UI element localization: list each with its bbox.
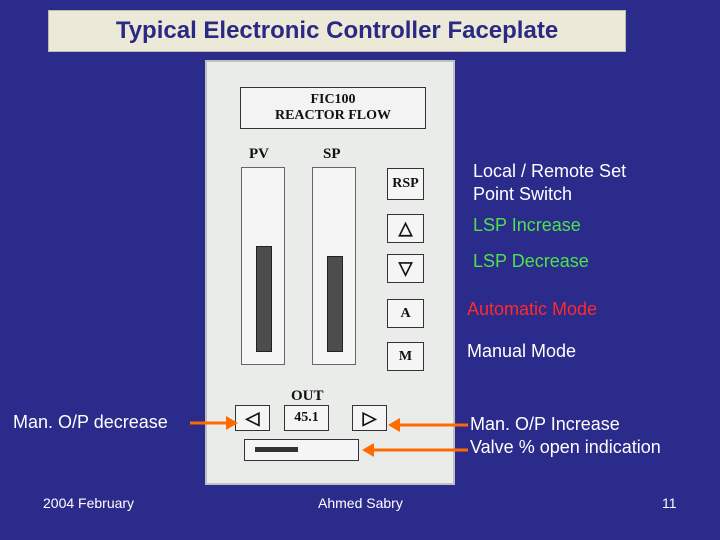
rsp-annotation-line2: Point Switch: [473, 184, 573, 204]
sp-label: SP: [323, 146, 341, 162]
lsp-increase-annotation: LSP Increase: [473, 215, 581, 235]
pv-label: PV: [249, 146, 269, 162]
rsp-annotation: Local / Remote Set Point Switch: [473, 160, 626, 206]
down-triangle-icon: ▽: [398, 258, 413, 278]
arrow-icon: [190, 416, 238, 430]
output-increase-button[interactable]: ▷: [352, 405, 387, 431]
man-op-decrease-annotation: Man. O/P decrease: [13, 412, 168, 432]
lsp-decrease-button[interactable]: ▽: [387, 254, 424, 283]
auto-mode-button[interactable]: A: [387, 299, 424, 328]
pv-bargraph: [241, 167, 285, 365]
rsp-annotation-line1: Local / Remote Set: [473, 161, 627, 181]
tag-description: REACTOR FLOW: [274, 108, 392, 123]
lsp-increase-button[interactable]: △: [387, 214, 424, 243]
man-op-increase-annotation: Man. O/P Increase: [470, 414, 620, 434]
left-triangle-icon: ◁: [245, 407, 260, 428]
output-decrease-button[interactable]: ◁: [235, 405, 270, 431]
manual-mode-annotation: Manual Mode: [467, 341, 577, 361]
footer-page-number: 11: [662, 495, 677, 511]
controller-faceplate: FIC100 REACTOR FLOW PV SP RSP △ ▽ A M OU…: [205, 60, 455, 485]
automatic-mode-annotation: Automatic Mode: [467, 299, 598, 319]
tag-display: FIC100 REACTOR FLOW: [240, 87, 426, 129]
footer-date: 2004 February: [43, 495, 135, 511]
sp-bargraph: [312, 167, 356, 365]
right-triangle-icon: ▷: [362, 407, 377, 428]
arrow-icon: [388, 418, 468, 432]
tag-number: FIC100: [310, 92, 356, 107]
valve-position-fill: [255, 447, 298, 452]
output-value: 45.1: [284, 405, 329, 431]
pv-bar-fill: [256, 246, 272, 352]
valve-position-bar: [244, 439, 359, 461]
up-triangle-icon: △: [398, 218, 413, 238]
out-label: OUT: [291, 388, 324, 404]
valve-indication-annotation: Valve % open indication: [470, 437, 661, 457]
sp-bar-fill: [327, 256, 343, 352]
arrow-icon: [362, 443, 468, 457]
slide-title: Typical Electronic Controller Faceplate: [48, 10, 626, 52]
manual-mode-button[interactable]: M: [387, 342, 424, 371]
lsp-decrease-annotation: LSP Decrease: [473, 251, 589, 271]
footer-author: Ahmed Sabry: [318, 495, 403, 511]
rsp-button[interactable]: RSP: [387, 168, 424, 200]
